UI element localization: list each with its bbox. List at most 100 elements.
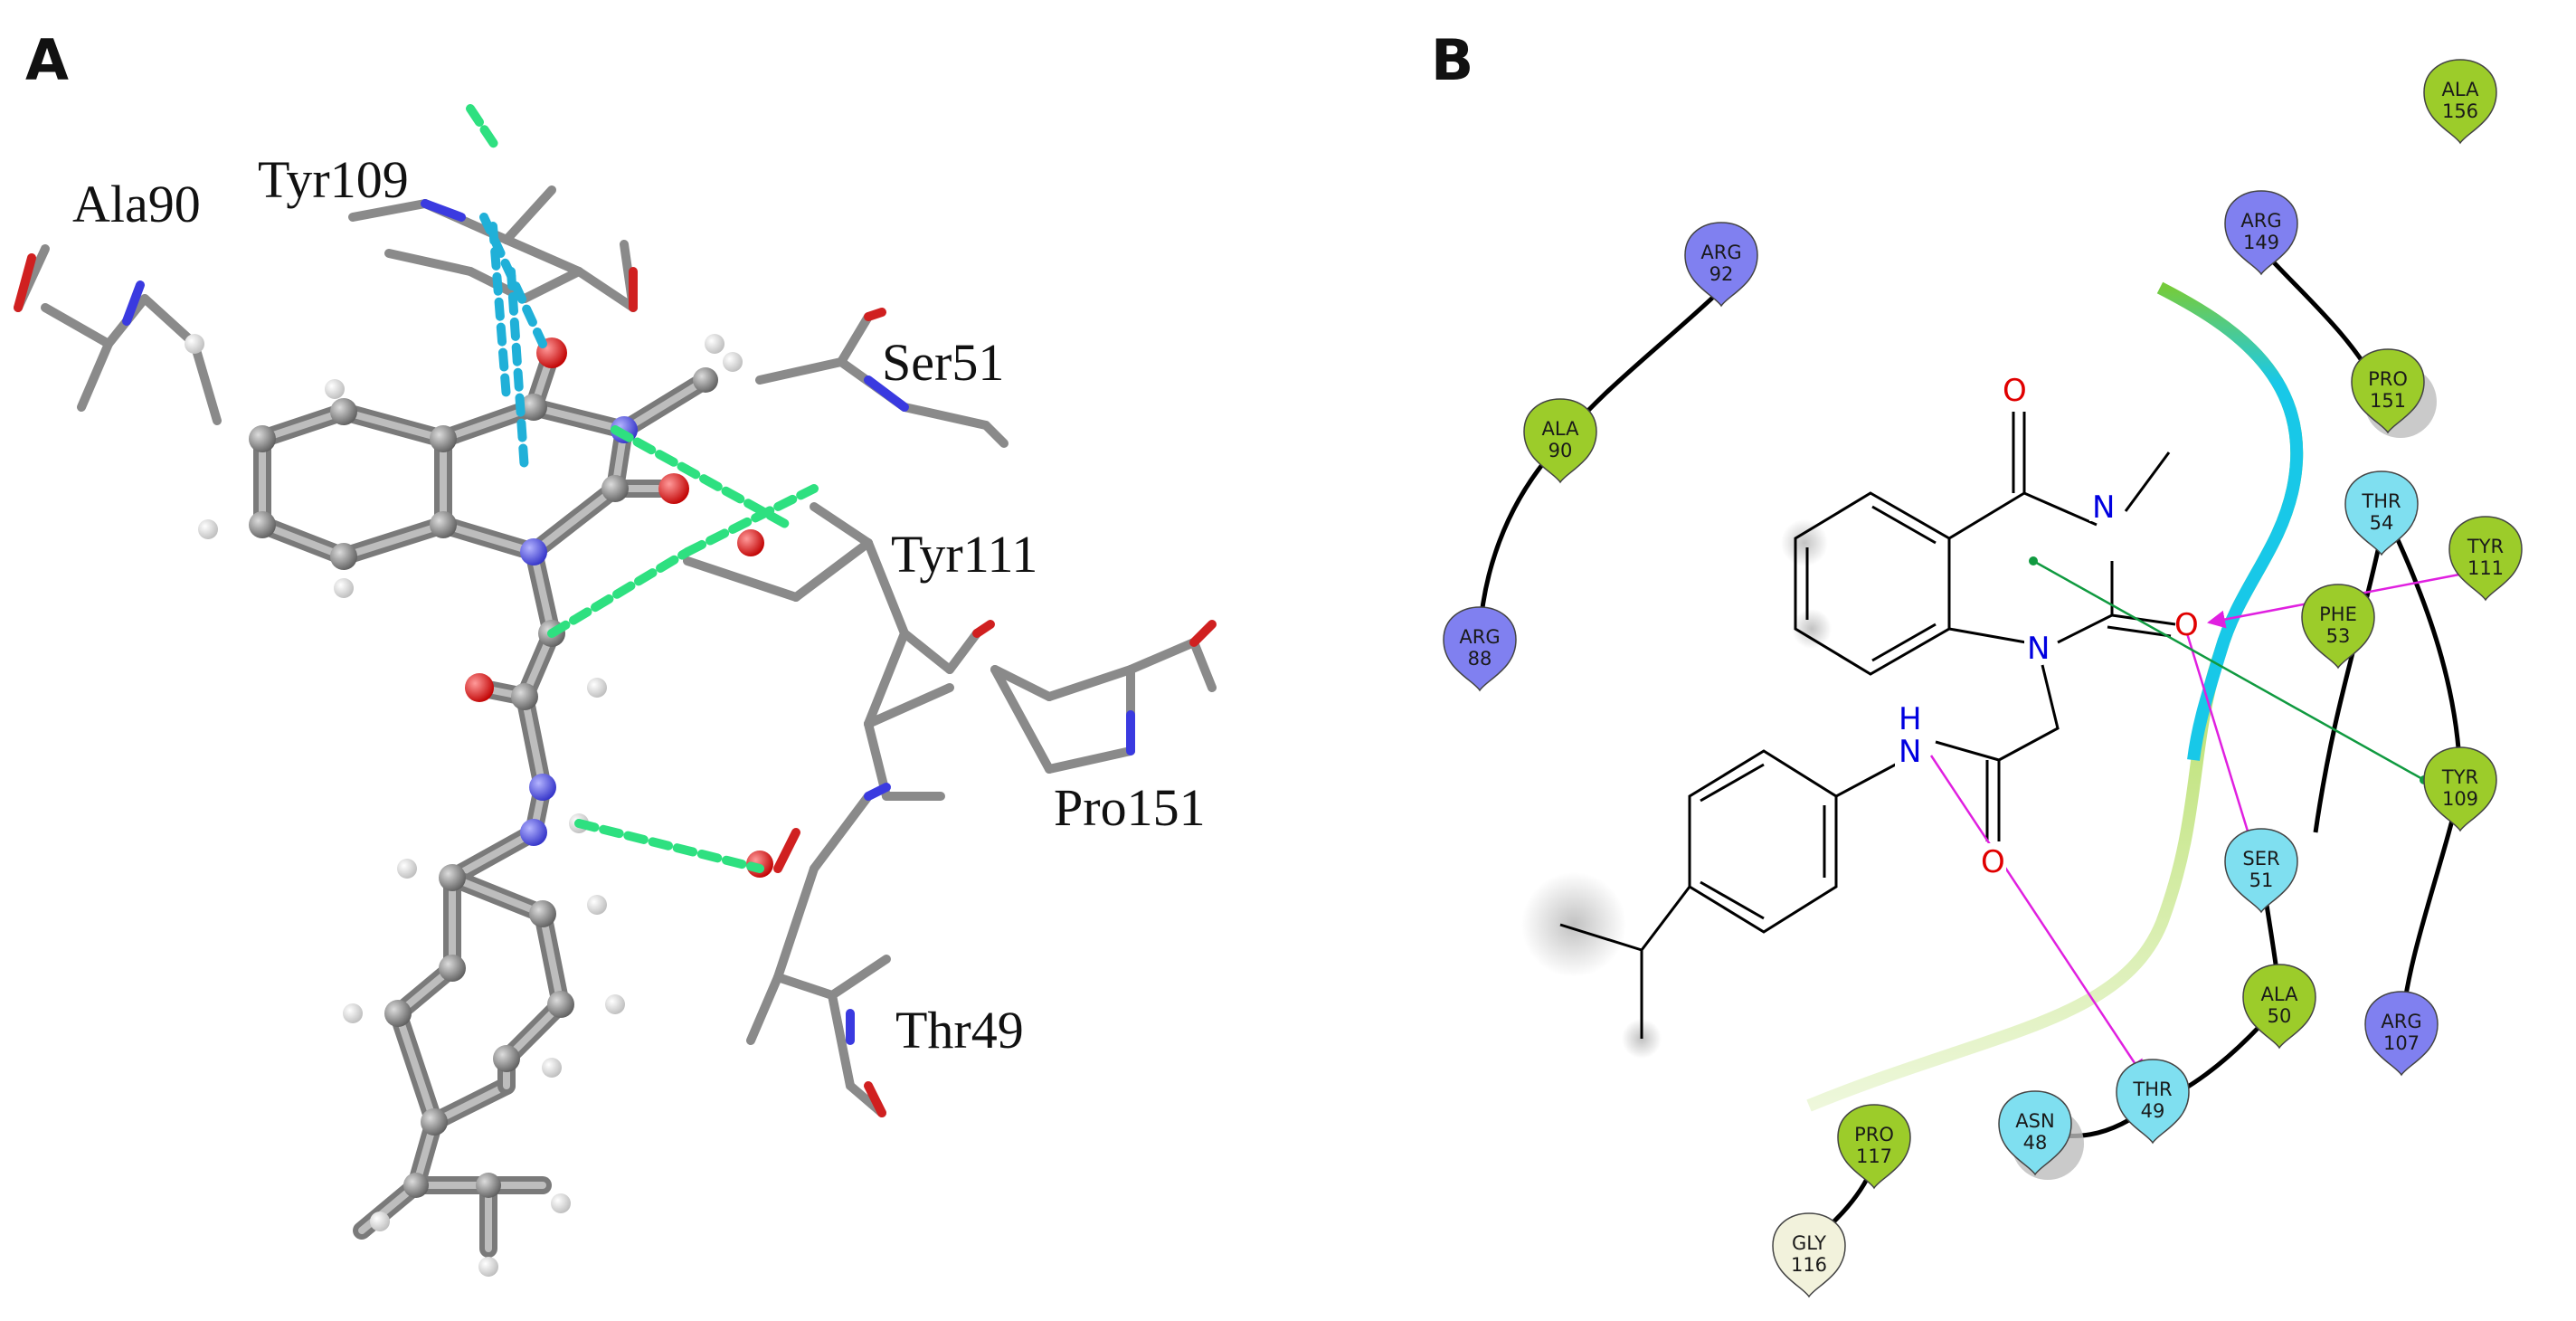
hbond-dashes-3d	[466, 104, 819, 873]
residue-stick	[990, 665, 1054, 774]
residue-node-number: 92	[1709, 263, 1734, 285]
pyr-ring-bottom	[1948, 627, 2027, 644]
atom-ball	[587, 895, 607, 915]
atom-o-right: O	[2174, 607, 2199, 643]
residue-node-number: 88	[1468, 648, 1492, 670]
residue-stick-colored	[864, 375, 909, 412]
residue-stick	[828, 955, 891, 1000]
residue-stick	[746, 973, 782, 1045]
residue-node-name: GLY	[1792, 1232, 1826, 1254]
atom-ball	[370, 1212, 390, 1231]
residue-node-name: THR	[2361, 490, 2401, 512]
residue-node-name: ALA	[2261, 984, 2299, 1005]
pocket-outline-cyan	[2156, 281, 2304, 761]
hbond-dash	[466, 104, 502, 154]
atom-ball	[529, 774, 556, 801]
residue-stick	[1045, 665, 1135, 701]
hbond-ser51-o	[2185, 632, 2254, 847]
atom-ball	[330, 543, 357, 570]
carbonyl-right	[2111, 613, 2176, 626]
interaction-arrows	[1929, 556, 2484, 1079]
atom-nh-n: N	[1899, 734, 1921, 770]
residue-nodes: ALA156ARG92ARG149PRO151ALA90THR54TYR111P…	[1443, 59, 2523, 1298]
atom-ball	[325, 379, 345, 399]
ligand-bond-highlight	[530, 548, 555, 637]
residue-node-number: 48	[2023, 1132, 2048, 1154]
residue-label-pro151: Pro151	[1054, 778, 1206, 837]
hbond-dash	[683, 484, 819, 556]
residue-node-name: ARG	[1700, 242, 1741, 263]
atom-n-right: N	[2092, 489, 2115, 526]
residue-node-name: SER	[2242, 848, 2279, 870]
residue-stick	[1126, 638, 1198, 674]
residue-stick-colored	[1189, 620, 1217, 647]
residue-node-shape	[1837, 1104, 1911, 1190]
residue-node-shape	[2116, 1059, 2190, 1145]
atom-ball	[384, 1000, 412, 1027]
isopropyl-stem	[1640, 886, 1691, 951]
atom-ball	[723, 352, 743, 372]
atom-o-top: O	[2003, 373, 2027, 409]
residue-node-number: 149	[2243, 232, 2279, 253]
atom-ball	[737, 529, 764, 556]
atom-ball	[465, 673, 494, 702]
residue-node-number: 151	[2370, 390, 2406, 412]
residue-label-ser51: Ser51	[882, 333, 1004, 392]
residue-node-name: ALA	[2442, 79, 2480, 100]
residue-node-number: 111	[2467, 557, 2504, 579]
ligand-2d-structure	[1559, 412, 2176, 1039]
atom-ball	[605, 994, 625, 1014]
residue-stick	[990, 665, 1054, 701]
residue-node-number: 54	[2370, 512, 2394, 534]
ch2-linker	[1998, 664, 2060, 762]
n-methyl	[2124, 451, 2171, 512]
residue-node-name: PRO	[2368, 368, 2408, 390]
residue-stick	[1045, 746, 1135, 774]
solvent-exposure-ring-bottom	[1792, 609, 1832, 649]
ligand-bond-highlight	[539, 910, 564, 1008]
residue-stick	[791, 538, 873, 602]
isopropyl-methyl-1	[1559, 923, 1643, 952]
atom-ball	[601, 475, 629, 502]
ligand-bond-highlight	[440, 521, 537, 556]
molecule-atoms	[185, 334, 773, 1277]
panel-b-interaction-diagram: O N O N H N O ALA156ARG92ARG149PRO151ALA…	[1443, 59, 2523, 1298]
residue-node-number: 50	[2268, 1005, 2292, 1027]
residue-label-tyr111: Tyr111	[891, 525, 1037, 584]
residue-stick	[828, 991, 855, 1090]
residue-node-shape	[1684, 222, 1758, 308]
pyr-ring-top	[1948, 491, 2098, 540]
atom-bg-o-amide	[1977, 843, 2006, 876]
hbond-nh-thr49	[1929, 755, 2145, 1079]
atom-ball	[520, 394, 547, 421]
residue-stick	[810, 502, 873, 547]
solvent-exposure-ring-top	[1781, 519, 1828, 566]
pi-stack-tyr109	[2032, 559, 2425, 782]
residue-stick	[755, 357, 846, 385]
atom-ball	[693, 367, 718, 393]
residue-stick	[502, 185, 556, 244]
phenyl-double-3	[1700, 880, 1765, 920]
residue-node-shape	[1443, 606, 1517, 692]
residue-node-shape	[2423, 59, 2497, 145]
atom-ball	[439, 955, 466, 982]
pocket-outline-green	[1806, 281, 2304, 1112]
atom-ball	[421, 1108, 448, 1136]
atom-ball	[249, 425, 276, 452]
atom-ball	[520, 819, 547, 846]
residue-stick	[945, 629, 981, 674]
ligand-bond-highlight	[620, 376, 709, 433]
residue-node-shape	[2423, 746, 2497, 832]
residue-stick	[348, 199, 430, 222]
